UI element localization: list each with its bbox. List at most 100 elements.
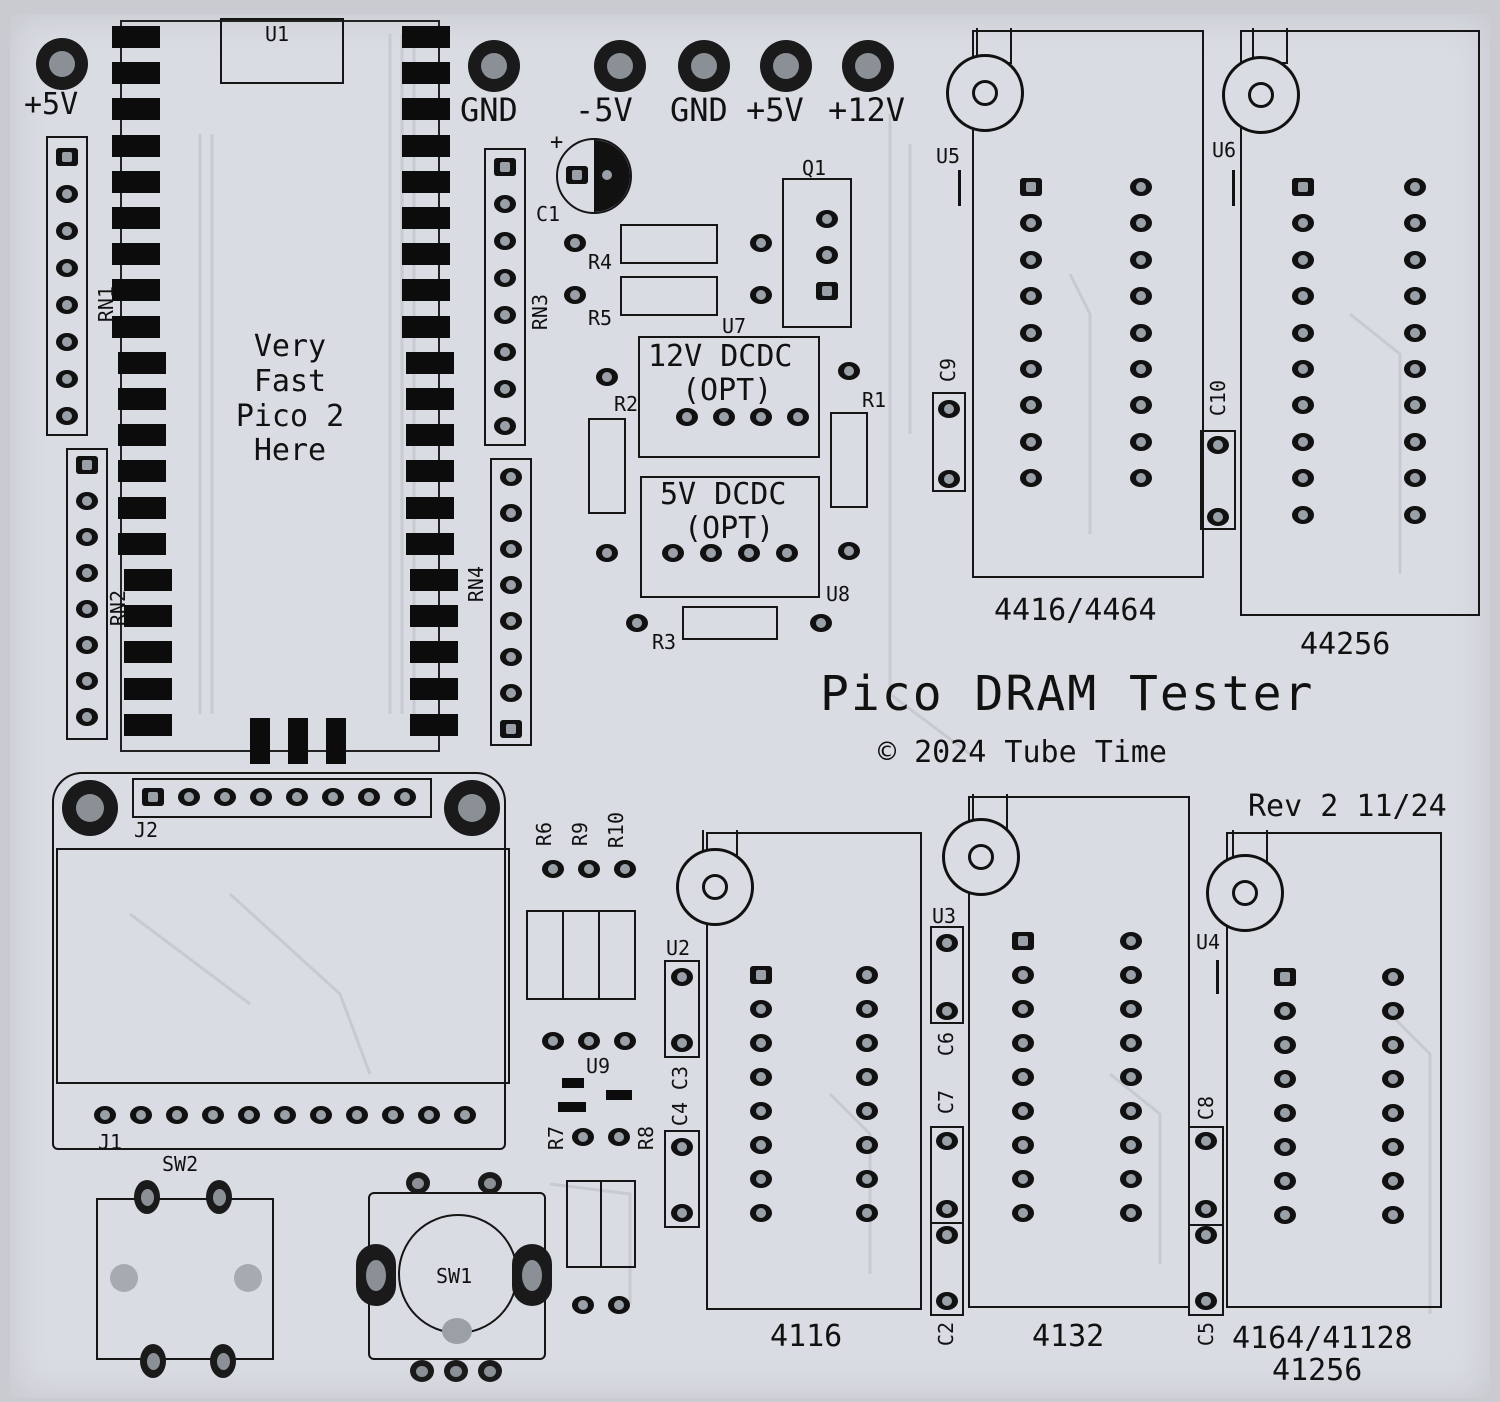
c2-outline	[930, 1222, 964, 1316]
u4-pin-left-6	[1274, 1138, 1296, 1156]
ref-u8: U8	[826, 582, 851, 606]
u3-pin-right-5	[1120, 1068, 1142, 1086]
u3-pin-right-6	[1120, 1102, 1142, 1120]
dcdc-5v-outline	[640, 476, 820, 598]
c4-outline	[664, 1130, 700, 1228]
pico-pad-left-2	[112, 62, 160, 85]
pico-text-line-2: Fast	[253, 363, 327, 399]
c1-pin-2	[596, 166, 618, 184]
u6-mount-ring	[1222, 56, 1300, 134]
j1-pin-4	[202, 1106, 224, 1124]
rn2-pin-1	[76, 456, 98, 474]
u6-chip-label: 44256	[1300, 627, 1391, 662]
j1-pin-7	[310, 1106, 332, 1124]
u2-pin-left-3	[750, 1034, 772, 1052]
ref-rn2: RN2	[106, 590, 130, 627]
pico-text-line-3: Pico 2	[235, 398, 345, 434]
ref-c3: C3	[668, 1066, 692, 1091]
u4-pin-right-4	[1382, 1070, 1404, 1088]
u6-pin-right-10	[1404, 505, 1426, 524]
sw2-outline	[96, 1198, 274, 1360]
ref-u6: U6	[1212, 138, 1237, 162]
rn4-pin-7	[500, 684, 522, 702]
ref-c6: C6	[934, 1032, 958, 1057]
pico-pad-left-15	[118, 532, 166, 555]
u2-pin-right-5	[856, 1102, 878, 1120]
j2-pin-2	[178, 788, 200, 806]
pico-pad-left-6	[112, 207, 160, 229]
sw2-mount-right	[234, 1264, 262, 1292]
u4-pin-left-8	[1274, 1206, 1296, 1224]
u6-pin-right-9	[1404, 469, 1426, 488]
u4-pin-right-8	[1382, 1206, 1404, 1224]
r1-pin-1	[838, 362, 860, 380]
u3-pin-left-8	[1012, 1170, 1034, 1188]
q1-pin-2	[816, 246, 838, 264]
u5-pin-right-2	[1130, 214, 1152, 233]
u6-socket-outline	[1240, 30, 1480, 616]
ref-r4: R4	[588, 250, 613, 274]
ref-r7: R7	[544, 1126, 568, 1151]
j2-pin-5	[286, 788, 308, 806]
u5-pin-right-7	[1130, 396, 1152, 415]
c1-plus-label: +	[550, 130, 564, 155]
pico-pad-right-15	[406, 532, 454, 555]
ref-c4: C4	[668, 1102, 692, 1127]
u6-pin-left-10	[1292, 505, 1314, 524]
rn2-pin-7	[76, 672, 98, 690]
u3-pin-right-2	[1120, 966, 1142, 984]
ref-sw2: SW2	[162, 1152, 199, 1176]
c5-pin-2	[1195, 1292, 1217, 1310]
u3-pin-left-7	[1012, 1136, 1034, 1154]
dcdc12-pin-2	[713, 408, 735, 426]
dcdc5-pin-2	[700, 544, 722, 562]
pico-pad-right-2	[402, 62, 450, 85]
r3-pin-1	[626, 614, 648, 632]
c9-pin-2	[938, 470, 960, 488]
r4-body	[620, 224, 718, 264]
pico-pad-right-14	[406, 496, 454, 519]
u6-pin-right-5	[1404, 323, 1426, 342]
board-title: Pico DRAM Tester	[820, 666, 1315, 722]
power-label-minus5v: -5V	[575, 91, 633, 129]
pico-pad-left-4	[112, 134, 160, 157]
rn1-pin-4	[56, 259, 78, 277]
u3-pin-left-2	[1012, 966, 1034, 984]
dcdc-5v-title: 5V DCDC	[660, 477, 787, 512]
c5-pin-1	[1195, 1226, 1217, 1244]
rn3-pin-3	[494, 232, 516, 250]
ref-j1: J1	[98, 1130, 123, 1154]
u2-pin-left-7	[750, 1170, 772, 1188]
ref-r5: R5	[588, 306, 613, 330]
u5-pin-left-3	[1020, 250, 1042, 269]
ref-c10: C10	[1206, 380, 1230, 417]
rn4-pin-3	[500, 540, 522, 558]
r8-pin-2	[608, 1296, 630, 1314]
u4-pin-right-2	[1382, 1002, 1404, 1020]
pico-pad-right-16	[410, 569, 458, 591]
ref-u9: U9	[586, 1054, 611, 1078]
u5-pin1-marker	[958, 170, 961, 206]
u2-pin-right-7	[856, 1170, 878, 1188]
u9-pad-2	[558, 1102, 586, 1112]
u6-pin-right-3	[1404, 250, 1426, 269]
r5-body	[620, 276, 718, 316]
j1-pin-2	[130, 1106, 152, 1124]
q1-outline	[782, 178, 852, 328]
j1-pin-1	[94, 1106, 116, 1124]
r-array-body-2	[562, 910, 600, 1000]
u4-pin-left-5	[1274, 1104, 1296, 1122]
u2-pin-right-1	[856, 966, 878, 984]
sw1-pin-bottom-2	[444, 1360, 468, 1382]
dcdc12-pin-1	[676, 408, 698, 426]
u5-pin-left-8	[1020, 432, 1042, 451]
dcdc-12v-opt: (OPT)	[682, 373, 773, 408]
u5-pin-left-7	[1020, 396, 1042, 415]
r1-pin-2	[838, 542, 860, 560]
sw2-pin-2	[206, 1180, 232, 1214]
u3-pin-left-6	[1012, 1102, 1034, 1120]
u5-pin-left-4	[1020, 287, 1042, 306]
j2-pin-6	[322, 788, 344, 806]
u6-pin-left-3	[1292, 250, 1314, 269]
r3-pin-2	[810, 614, 832, 632]
